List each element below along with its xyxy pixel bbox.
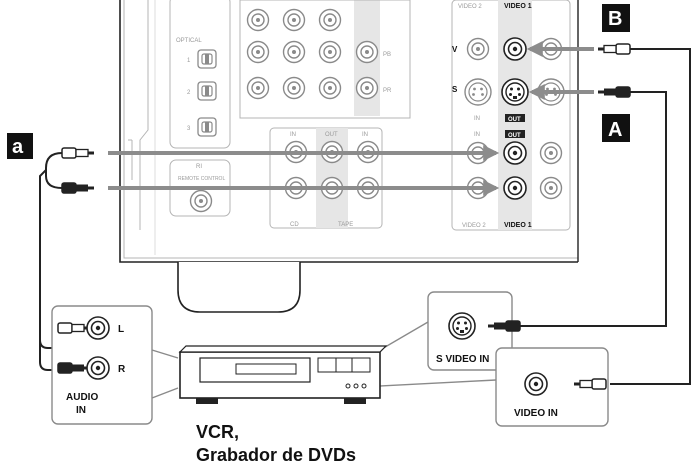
video1-in-s-video-jack bbox=[501, 78, 529, 106]
pr-label: PR bbox=[383, 88, 392, 94]
audio-r-label: R bbox=[118, 364, 126, 375]
pb-label: PB bbox=[383, 52, 391, 58]
optical-input-1-label: 1 bbox=[187, 58, 191, 64]
s-label: S bbox=[452, 85, 458, 94]
video1-label-top: VIDEO 1 bbox=[504, 3, 532, 10]
s-video-in-box: S VIDEO IN bbox=[427, 291, 521, 371]
audio-in-label-line1: AUDIO bbox=[66, 392, 98, 403]
video1-in-composite-jack bbox=[503, 37, 527, 61]
video-jack-section: VIDEO 2 VIDEO 1 V S IN OUT IN OUT VIDEO … bbox=[451, 0, 571, 231]
recorder-audio-r-jack bbox=[86, 356, 110, 380]
audio-in-label-line2: IN bbox=[76, 405, 86, 416]
svg-text:IN: IN bbox=[474, 132, 480, 138]
optical-input-2-label: 2 bbox=[187, 90, 191, 96]
recorder-video-jack bbox=[524, 372, 548, 396]
v-label: V bbox=[452, 45, 458, 54]
caption-line1: VCR, bbox=[196, 422, 239, 442]
optical-label: OPTICAL bbox=[176, 38, 202, 44]
svg-text:B: B bbox=[608, 8, 622, 30]
remote-control-jack bbox=[189, 189, 213, 213]
svg-text:IN: IN bbox=[362, 132, 368, 138]
connection-arrows bbox=[108, 41, 594, 196]
video-in-label: VIDEO IN bbox=[514, 408, 558, 419]
ri-symbol: RI bbox=[196, 164, 202, 170]
recorder-s-video-jack bbox=[448, 312, 476, 340]
component-jacks: PB PR bbox=[239, 0, 411, 119]
optical-port-1 bbox=[197, 49, 217, 69]
audio-l-label: L bbox=[118, 324, 124, 335]
cd-label: CD bbox=[290, 222, 299, 228]
video2-label-bottom: VIDEO 2 bbox=[462, 223, 486, 229]
recorder-unit bbox=[151, 321, 497, 404]
video2-label-top: VIDEO 2 bbox=[458, 4, 482, 10]
video1-label-bottom: VIDEO 1 bbox=[504, 222, 532, 229]
receiver-rear-panel: OPTICAL 1 2 3 PB PR RI REMOTE CONTR bbox=[119, 0, 579, 313]
svg-text:OUT: OUT bbox=[508, 133, 521, 139]
optical-port-2 bbox=[197, 81, 217, 101]
tape-label: TAPE bbox=[338, 222, 353, 228]
video1-out-r-jack bbox=[503, 176, 527, 200]
video-in-box: VIDEO IN bbox=[495, 347, 609, 427]
caption-line2: Grabador de DVDs bbox=[196, 445, 356, 465]
optical-input-3-label: 3 bbox=[187, 126, 191, 132]
svg-text:a: a bbox=[12, 136, 24, 158]
cd-tape-jacks: IN OUT IN CD TAPE bbox=[269, 127, 383, 229]
svg-text:IN: IN bbox=[290, 132, 296, 138]
svg-text:OUT: OUT bbox=[325, 132, 338, 138]
svg-text:OUT: OUT bbox=[508, 117, 521, 123]
cables bbox=[39, 43, 691, 385]
svg-text:A: A bbox=[608, 119, 622, 141]
recorder-audio-in-box: L R AUDIO IN bbox=[51, 305, 153, 425]
tag-b: B bbox=[602, 4, 630, 32]
tag-A: A bbox=[602, 114, 630, 142]
recorder-audio-l-jack bbox=[86, 316, 110, 340]
optical-port-3 bbox=[197, 117, 217, 137]
receiver-foot bbox=[177, 262, 301, 313]
video1-out-l-jack bbox=[503, 141, 527, 165]
s-video-in-label: S VIDEO IN bbox=[436, 354, 489, 365]
svg-text:IN: IN bbox=[474, 116, 480, 122]
tag-a: a bbox=[7, 133, 33, 159]
remote-control-label: REMOTE CONTROL bbox=[178, 176, 225, 182]
